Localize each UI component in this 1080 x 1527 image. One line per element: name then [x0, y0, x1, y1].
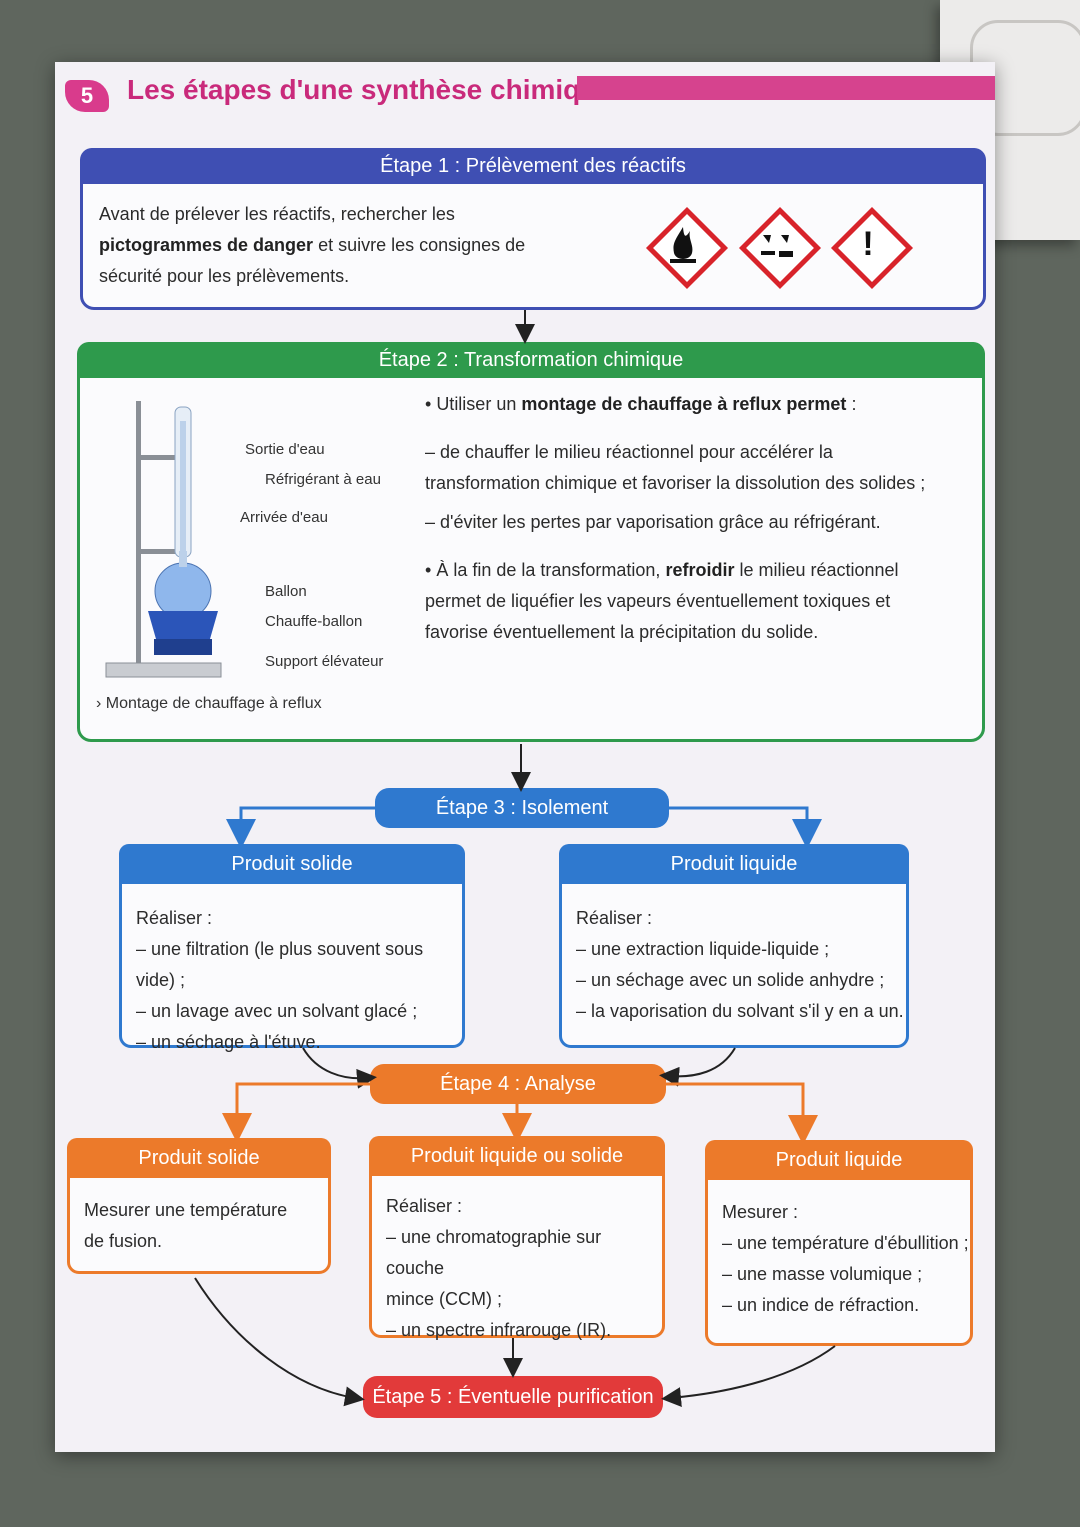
step4-liquid-box: Produit liquide Mesurer : – une températ…	[705, 1140, 973, 1346]
step2-bullet-2: • À la fin de la transformation, refroid…	[425, 560, 899, 642]
title-decoration-bar	[577, 76, 995, 100]
exclamation-icon: !	[830, 206, 914, 290]
step4-liquid-lines: Mesurer : – une température d'ébullition…	[722, 1202, 969, 1315]
label-flask: Ballon	[265, 583, 307, 600]
step4-both-box: Produit liquide ou solide Réaliser : – u…	[369, 1136, 665, 1340]
section-number-badge: 5	[65, 80, 109, 112]
step3-solid-title: Produit solide	[119, 844, 465, 884]
reflux-apparatus-diagram	[105, 401, 222, 678]
flame-icon	[645, 206, 729, 290]
diagram-caption: › Montage de chauffage à reflux	[96, 695, 322, 712]
step2-dash-1: – de chauffer le milieu réactionnel pour…	[425, 442, 926, 493]
step5-title: Étape 5 : Éventuelle purification	[363, 1376, 663, 1418]
label-heater: Chauffe-ballon	[265, 613, 363, 630]
corrosive-icon	[738, 206, 822, 290]
step3-liquid-lines: Réaliser : – une extraction liquide-liqu…	[576, 908, 904, 1021]
step1-title: Étape 1 : Prélèvement des réactifs	[80, 148, 986, 184]
label-lift: Support élévateur	[265, 653, 384, 670]
step2-title: Étape 2 : Transformation chimique	[77, 342, 985, 378]
step3-liquid-title: Produit liquide	[559, 844, 909, 884]
step1-box: Étape 1 : Prélèvement des réactifs Avant…	[80, 148, 986, 310]
step4-title: Étape 4 : Analyse	[370, 1064, 666, 1104]
label-water-out: Sortie d'eau	[245, 441, 325, 458]
step2-dash-2: – d'éviter les pertes par vaporisation g…	[425, 512, 881, 532]
label-water-in: Arrivée d'eau	[240, 509, 328, 526]
step4-liquid-title: Produit liquide	[705, 1140, 973, 1180]
document-sheet: 5 Les étapes d'une synthèse chimique Éta…	[55, 62, 995, 1452]
step2-bullet-1: • Utiliser un montage de chauffage à ref…	[425, 394, 857, 414]
step4-solid-box: Produit solide Mesurer une température d…	[67, 1138, 331, 1274]
step3-solid-box: Produit solide Réaliser : – une filtrati…	[119, 844, 465, 1052]
step1-text: Avant de prélever les réactifs, recherch…	[99, 204, 526, 286]
step4-solid-lines: Mesurer une température de fusion.	[84, 1200, 288, 1251]
step2-box: Étape 2 : Transformation chimique Sortie…	[77, 342, 985, 742]
step3-title: Étape 3 : Isolement	[375, 788, 669, 828]
step3-liquid-box: Produit liquide Réaliser : – une extract…	[559, 844, 909, 1048]
page-title: Les étapes d'une synthèse chimique	[127, 74, 613, 105]
step4-solid-title: Produit solide	[67, 1138, 331, 1178]
step4-both-lines: Réaliser : – une chromatographie sur cou…	[386, 1196, 612, 1340]
label-condenser: Réfrigérant à eau	[265, 471, 381, 488]
flow-arrows	[194, 310, 836, 1408]
step3-solid-lines: Réaliser : – une filtration (le plus sou…	[136, 908, 424, 1052]
